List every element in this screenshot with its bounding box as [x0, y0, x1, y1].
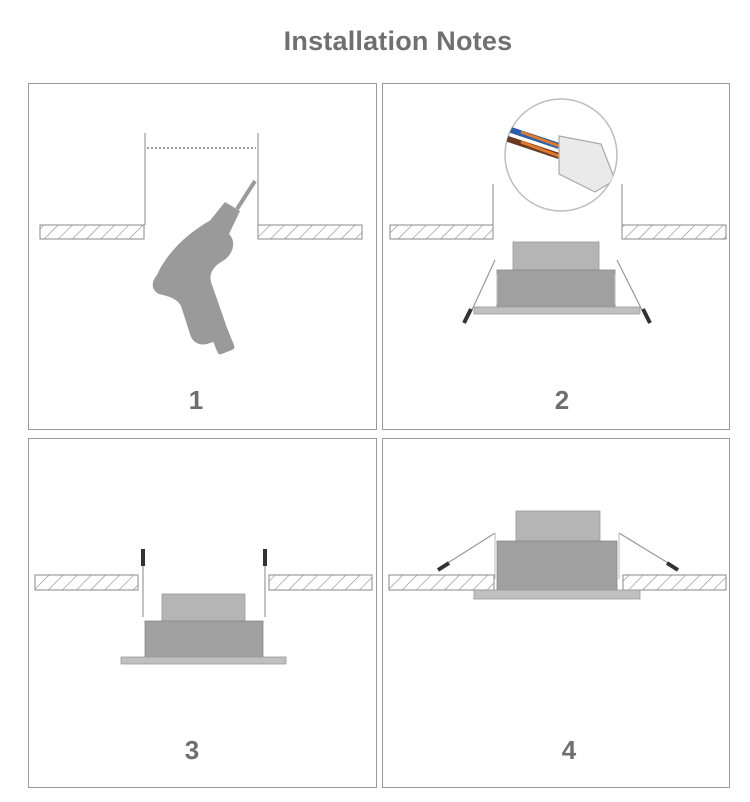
ceiling-board-left: [39, 224, 145, 240]
step-number-4: 4: [561, 735, 577, 765]
step-3-diagram: [34, 549, 373, 665]
step-1-diagram: [39, 133, 363, 355]
ceiling-board-left: [34, 574, 139, 591]
step-panel-2: 2: [382, 83, 730, 430]
step-number-2: 2: [554, 385, 570, 415]
downlight-icon: [120, 549, 287, 665]
ceiling-board-right: [268, 574, 373, 591]
wire-connector-icon: [504, 98, 618, 212]
ceiling-board-right: [257, 224, 363, 240]
power-drill-icon: [152, 179, 257, 355]
step-panel-1: 1: [28, 83, 377, 430]
step-panel-3: 3: [28, 438, 377, 788]
downlight-icon: [436, 510, 680, 600]
step-number-1: 1: [188, 385, 204, 415]
downlight-icon: [462, 241, 652, 324]
step-4-diagram: [388, 510, 727, 600]
ceiling-board-right: [622, 574, 727, 591]
ceiling-board-right: [621, 224, 727, 240]
ceiling-board-left: [388, 574, 495, 591]
step-panel-4: 4: [382, 438, 730, 788]
page-title: Installation Notes: [283, 26, 513, 56]
step-2-diagram: [389, 98, 727, 324]
ceiling-board-left: [389, 224, 494, 240]
step-number-3: 3: [184, 735, 200, 765]
